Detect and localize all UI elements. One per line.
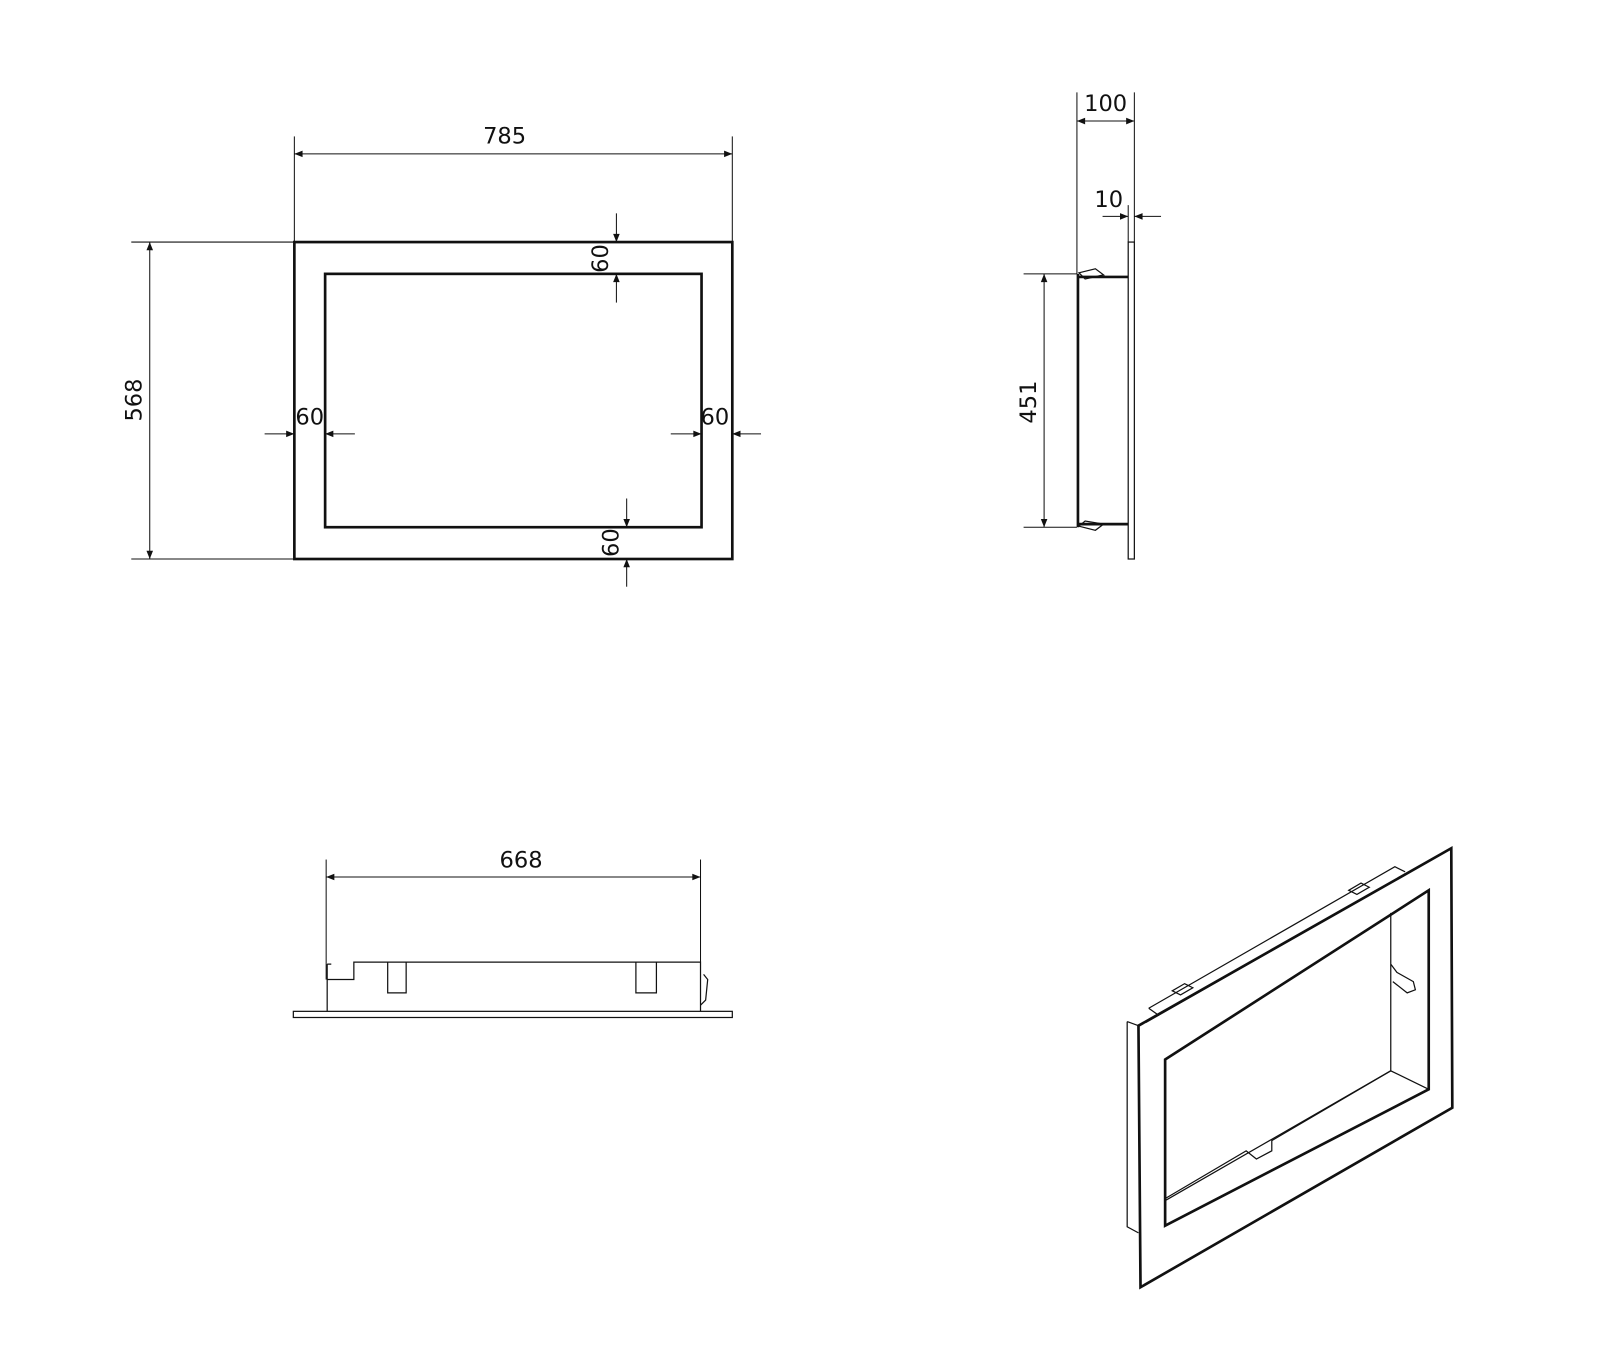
bottom-view: 668 <box>292 848 733 1019</box>
clip-bottom <box>1077 520 1106 531</box>
isometric-view <box>1126 845 1454 1290</box>
border-bottom-label: 60 <box>598 528 624 557</box>
flange-label: 10 <box>1094 187 1123 213</box>
side-view: 100 10 451 <box>1016 91 1162 560</box>
border-top-label: 60 <box>588 244 614 273</box>
iso-clip-right <box>1347 882 1371 896</box>
iso-clip-left <box>1171 982 1195 996</box>
inner-opening <box>323 272 703 529</box>
iso-outer-frame <box>1137 845 1454 1290</box>
clip-top <box>1077 268 1106 280</box>
depth-label: 100 <box>1084 91 1127 117</box>
body-height-label: 451 <box>1016 381 1042 424</box>
border-right-label: 60 <box>701 405 730 431</box>
outer-frame <box>293 240 734 561</box>
height-label: 568 <box>122 378 148 421</box>
body-width-label: 668 <box>500 848 543 874</box>
plate <box>292 1010 733 1019</box>
width-label: 785 <box>483 124 526 150</box>
flange <box>1127 241 1135 560</box>
front-view: 785 568 60 60 60 60 <box>122 124 762 587</box>
border-left-label: 60 <box>295 405 324 431</box>
